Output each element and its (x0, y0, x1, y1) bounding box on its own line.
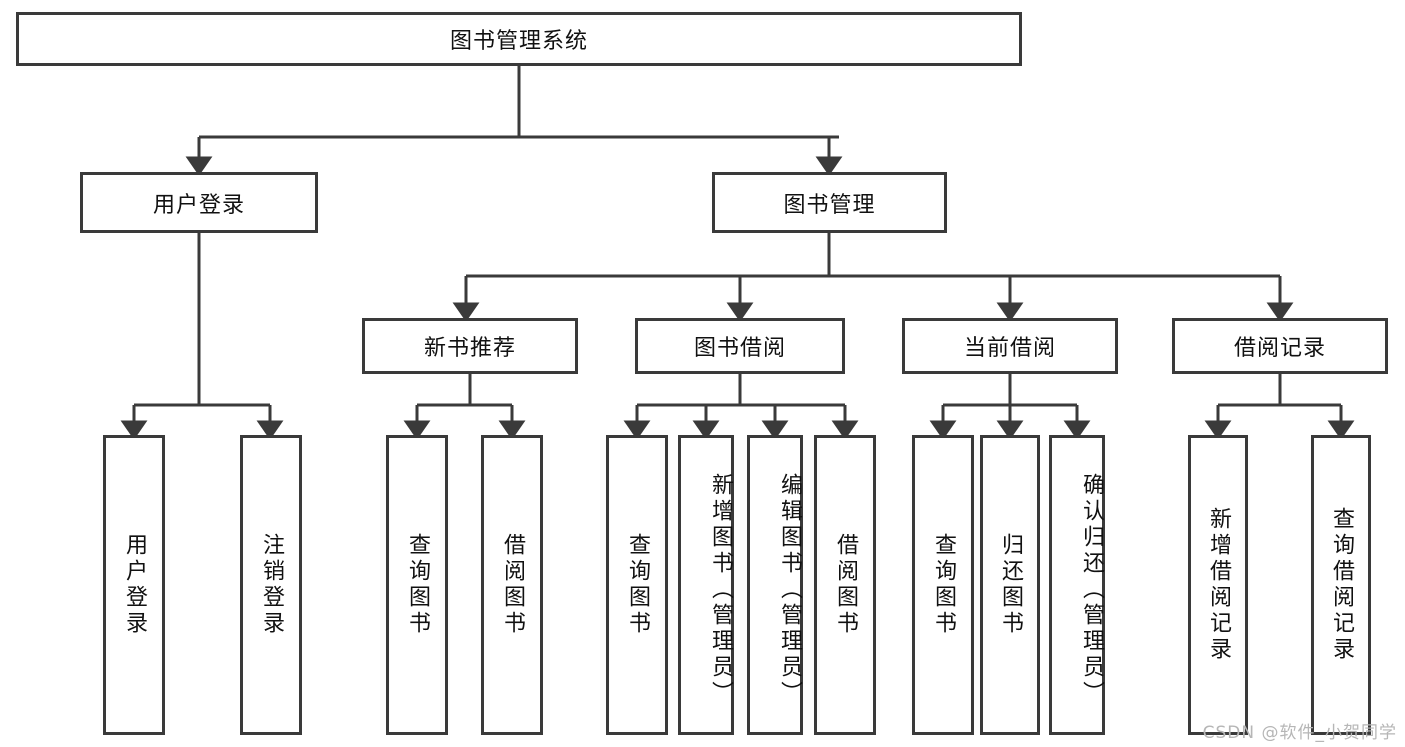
leaf-return-book[interactable]: 归还图书 (980, 435, 1040, 735)
node-new-book-recommend-label: 新书推荐 (423, 336, 516, 361)
leaf-borrow-book-2-label: 借阅图书 (833, 533, 858, 637)
node-book-borrow-label: 图书借阅 (693, 336, 786, 361)
leaf-edit-book-label: 编辑图书（管理员） (777, 473, 802, 707)
leaf-query-book-2[interactable]: 查询图书 (606, 435, 668, 735)
node-root[interactable]: 图书管理系统 (16, 12, 1022, 66)
watermark: CSDN @软件_小贺同学 (1202, 723, 1397, 743)
leaf-borrow-book-2[interactable]: 借阅图书 (814, 435, 876, 735)
node-new-book-recommend[interactable]: 新书推荐 (362, 318, 578, 374)
leaf-user-login-label: 用户登录 (122, 533, 147, 637)
node-book-borrow[interactable]: 图书借阅 (635, 318, 845, 374)
leaf-query-book-1[interactable]: 查询图书 (386, 435, 448, 735)
leaf-query-record-label: 查询借阅记录 (1329, 507, 1354, 663)
node-user-login-label: 用户登录 (152, 192, 245, 218)
leaf-add-record[interactable]: 新增借阅记录 (1188, 435, 1248, 735)
node-borrow-record-label: 借阅记录 (1233, 336, 1326, 361)
leaf-edit-book[interactable]: 编辑图书（管理员） (747, 435, 803, 735)
leaf-logout-label: 注销登录 (259, 533, 284, 637)
leaf-add-record-label: 新增借阅记录 (1206, 507, 1231, 663)
leaf-confirm-return[interactable]: 确认归还（管理员） (1049, 435, 1105, 735)
leaf-borrow-book-1[interactable]: 借阅图书 (481, 435, 543, 735)
leaf-add-book[interactable]: 新增图书（管理员） (678, 435, 734, 735)
leaf-query-book-1-label: 查询图书 (405, 533, 430, 637)
node-user-login[interactable]: 用户登录 (80, 172, 318, 233)
leaf-borrow-book-1-label: 借阅图书 (500, 533, 525, 637)
node-book-manage-label: 图书管理 (783, 192, 876, 218)
node-book-manage[interactable]: 图书管理 (712, 172, 947, 233)
leaf-query-book-3-label: 查询图书 (931, 533, 956, 637)
node-current-borrow-label: 当前借阅 (963, 336, 1056, 361)
leaf-query-book-2-label: 查询图书 (625, 533, 650, 637)
leaf-return-book-label: 归还图书 (998, 533, 1023, 637)
leaf-query-book-3[interactable]: 查询图书 (912, 435, 974, 735)
leaf-add-book-label: 新增图书（管理员） (708, 473, 733, 707)
node-borrow-record[interactable]: 借阅记录 (1172, 318, 1388, 374)
node-current-borrow[interactable]: 当前借阅 (902, 318, 1118, 374)
leaf-logout[interactable]: 注销登录 (240, 435, 302, 735)
leaf-confirm-return-label: 确认归还（管理员） (1079, 473, 1104, 707)
leaf-user-login[interactable]: 用户登录 (103, 435, 165, 735)
node-root-label: 图书管理系统 (449, 29, 588, 54)
leaf-query-record[interactable]: 查询借阅记录 (1311, 435, 1371, 735)
